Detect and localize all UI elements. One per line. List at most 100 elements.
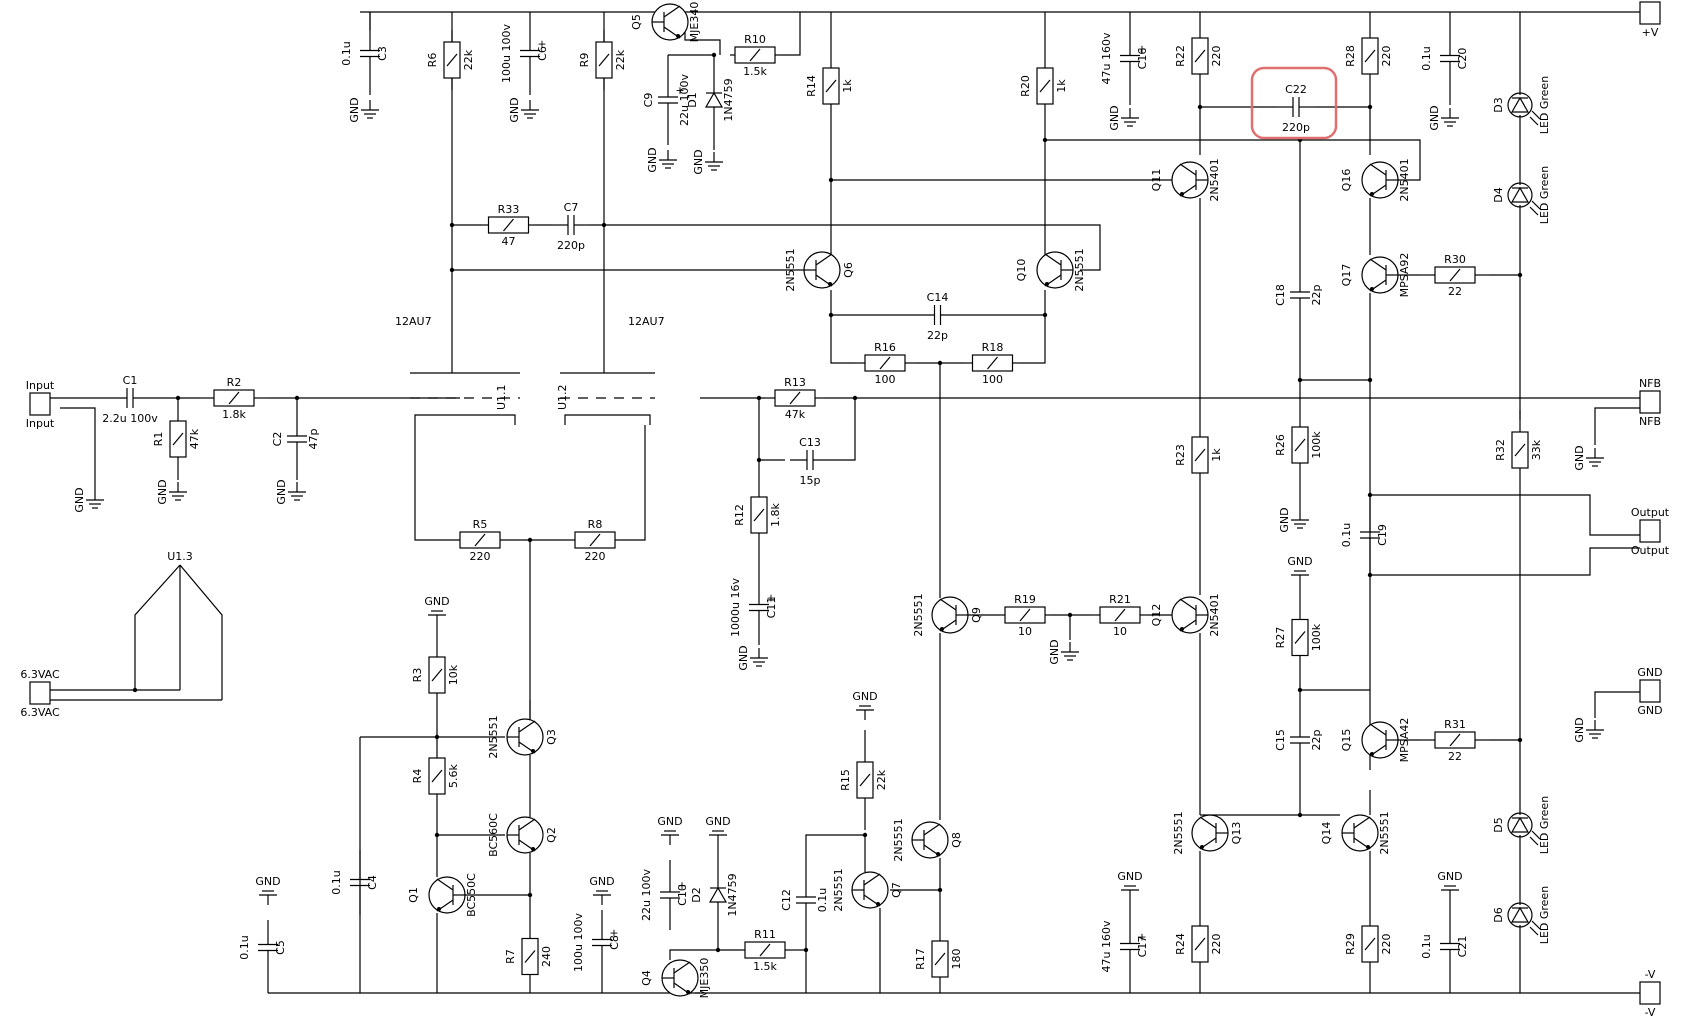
wire [1300,139,1421,181]
ref-label: Q4 [640,970,653,986]
value-label: 220 [1380,46,1393,67]
polarity-mark: + [537,38,546,51]
part-label: MPSA92 [1398,253,1411,298]
ref-label: R26 [1274,434,1287,456]
resistor-r8: R8 220 [570,518,620,563]
value-label: 1k [841,79,854,93]
part-label: LED Green [1538,166,1551,224]
value-label: 22p [1310,284,1323,305]
wire [1594,407,1640,445]
wire [830,398,856,461]
gnd-label: GND [1287,555,1312,568]
part-label: MJE350 [698,958,711,999]
ref-label: Q1 [407,887,420,903]
value-label: 1000u 16v [729,578,742,637]
ref-label: R16 [874,341,896,354]
ref-label: Q7 [890,882,903,898]
ref-label: R8 [588,518,603,531]
value-label: 10 [1113,625,1127,638]
gnd-label: GND [657,815,682,828]
gnd-label: GND [275,479,288,504]
ref-label: R6 [426,53,439,68]
ground-symbol: GND [705,815,731,845]
connector-vpos: +V+V [1639,0,1661,39]
polarity-mark: + [675,84,684,97]
value-label: 1.8k [222,408,246,421]
value-label: 220 [1210,46,1223,67]
ground-symbol: GND [657,815,683,845]
capacitor-c4: C40.1u [330,850,379,915]
ref-label: R33 [498,203,520,216]
ref-label: C7 [564,201,579,214]
capacitor-c3: C30.1u [340,12,389,95]
ground-symbol: GND [1108,105,1139,131]
polarity-mark: + [1137,931,1146,944]
connector-label: NFB [1639,415,1661,428]
ref-label: Q8 [950,832,963,848]
part-label: 1N4759 [726,873,739,916]
part-label: BC560C [487,813,500,857]
capacitor-c5: C50.1u [238,920,287,975]
wire [830,315,855,364]
ref-label: C4 [366,875,379,890]
transistor-q2: Q2 BC560C [487,813,558,857]
connector-label: Input [26,417,55,430]
value-label: 220p [1282,121,1310,134]
connector-label: Output [1631,506,1670,519]
wire [1020,315,1046,364]
ground-symbol: GND [692,149,723,175]
connector-label: +V [1642,0,1659,1]
ref-label: C8 [608,935,621,950]
value-label: 0.1u [1340,523,1353,547]
wire [1045,139,1301,265]
polarity-mark: + [609,927,618,940]
part-label: 2N5551 [912,593,925,636]
value-label: 1.8k [769,502,782,526]
gnd-label: GND [508,97,521,122]
gnd-label: GND [1428,105,1441,130]
ref-label: Q2 [545,827,558,843]
ref-label: Q10 [1015,259,1028,282]
ground-symbol: GND [646,147,677,173]
ref-label: C21 [1456,936,1469,958]
ref-label: D1 [686,92,699,107]
ground-symbol: GND [1117,870,1143,900]
value-label: 220 [585,550,606,563]
ground-symbol: GND [275,479,306,505]
part-label: 2N5551 [1172,811,1185,854]
ref-label: C5 [274,940,287,955]
ref-label: C12 [780,889,793,911]
gnd-label: GND [156,479,169,504]
ref-label: R27 [1274,627,1287,649]
ref-label: R15 [839,769,852,791]
ref-label: R17 [914,948,927,970]
value-label: 1k [1210,448,1223,462]
ref-label: C13 [799,436,821,449]
gnd-label: GND [737,645,750,670]
ground-symbol: GND [73,487,104,513]
ref-label: R4 [411,769,424,784]
part-label: MPSA42 [1398,718,1411,763]
